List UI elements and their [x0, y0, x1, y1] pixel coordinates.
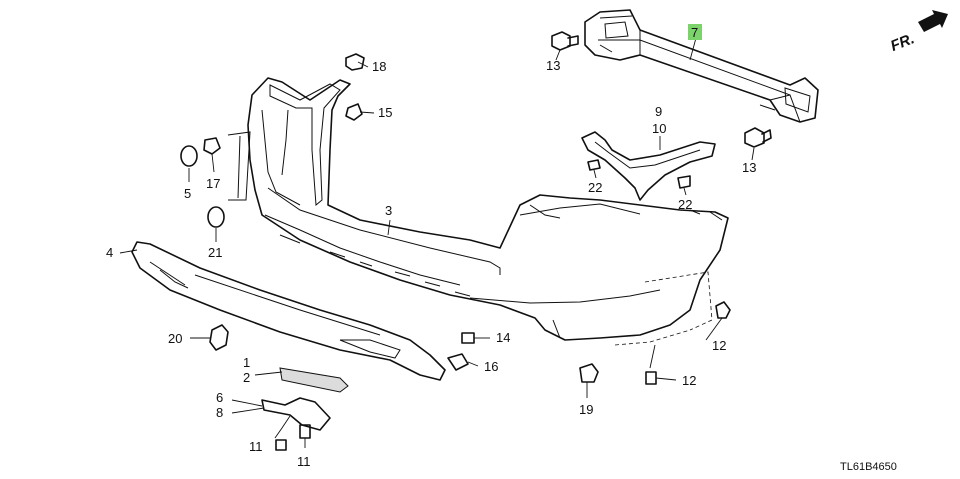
- callout-2: 2: [243, 370, 250, 385]
- bumper-reinforcement-beam: [584, 9, 819, 123]
- clip-16: [447, 353, 469, 371]
- clip-17: [203, 137, 221, 155]
- bolt-15: [345, 103, 363, 121]
- front-direction-arrow: FR.: [888, 10, 948, 55]
- callout-9: 9: [655, 104, 662, 119]
- clip-5: [180, 145, 198, 167]
- bumper-face: [247, 77, 729, 346]
- callout-3: 3: [385, 203, 392, 218]
- screw-12-upper: [715, 301, 731, 319]
- bolt-13-upper: [551, 31, 579, 51]
- cap-21: [207, 206, 225, 228]
- nut-18: [345, 53, 365, 71]
- callout-4: 4: [106, 245, 113, 260]
- highlight-box: [688, 24, 702, 40]
- callout-13-lower: 13: [742, 160, 756, 175]
- callout-12-upper: 12: [712, 338, 726, 353]
- screw-12-lower: [645, 371, 657, 385]
- callout-6: 6: [216, 390, 223, 405]
- screw-11-right: [299, 424, 311, 439]
- callout-1: 1: [243, 355, 250, 370]
- callout-18: 18: [372, 59, 386, 74]
- callout-10: 10: [652, 121, 666, 136]
- screw-22-right: [677, 175, 691, 189]
- callout-11-left: 11: [249, 439, 263, 454]
- lower-garnish: [131, 241, 446, 381]
- clip-20: [209, 324, 229, 351]
- callout-8: 8: [216, 405, 223, 420]
- callout-11-right: 11: [297, 454, 311, 469]
- callout-22-right: 22: [678, 197, 692, 212]
- diagram-code: TL61B4650: [840, 461, 897, 473]
- callout-15: 15: [378, 105, 392, 120]
- side-spacer-bracket: [581, 131, 716, 201]
- callout-5: 5: [184, 186, 191, 201]
- callout-16: 16: [484, 359, 498, 374]
- callout-17: 17: [206, 176, 220, 191]
- screw-22-left: [587, 159, 601, 171]
- callout-19: 19: [579, 402, 593, 417]
- callout-13-upper: 13: [546, 58, 560, 73]
- nut-19: [579, 363, 599, 383]
- callout-14: 14: [496, 330, 510, 345]
- leader-lines: [119, 37, 755, 448]
- screw-14: [461, 332, 475, 344]
- callout-7: 7: [691, 25, 698, 40]
- direction-label: FR.: [888, 30, 917, 55]
- garnish-bracket: [261, 397, 331, 431]
- reflector: [279, 367, 349, 393]
- callout-20: 20: [168, 331, 182, 346]
- callout-21: 21: [208, 245, 222, 260]
- callout-22-left: 22: [588, 180, 602, 195]
- screw-11-left: [275, 439, 287, 451]
- callouts: 18 15 3 4 5 17 21 20 1 2 6 8 11 11 14 16…: [106, 25, 756, 469]
- bolt-13-lower: [744, 127, 772, 148]
- callout-12-lower: 12: [682, 373, 696, 388]
- bumper-side-frame: [227, 83, 341, 207]
